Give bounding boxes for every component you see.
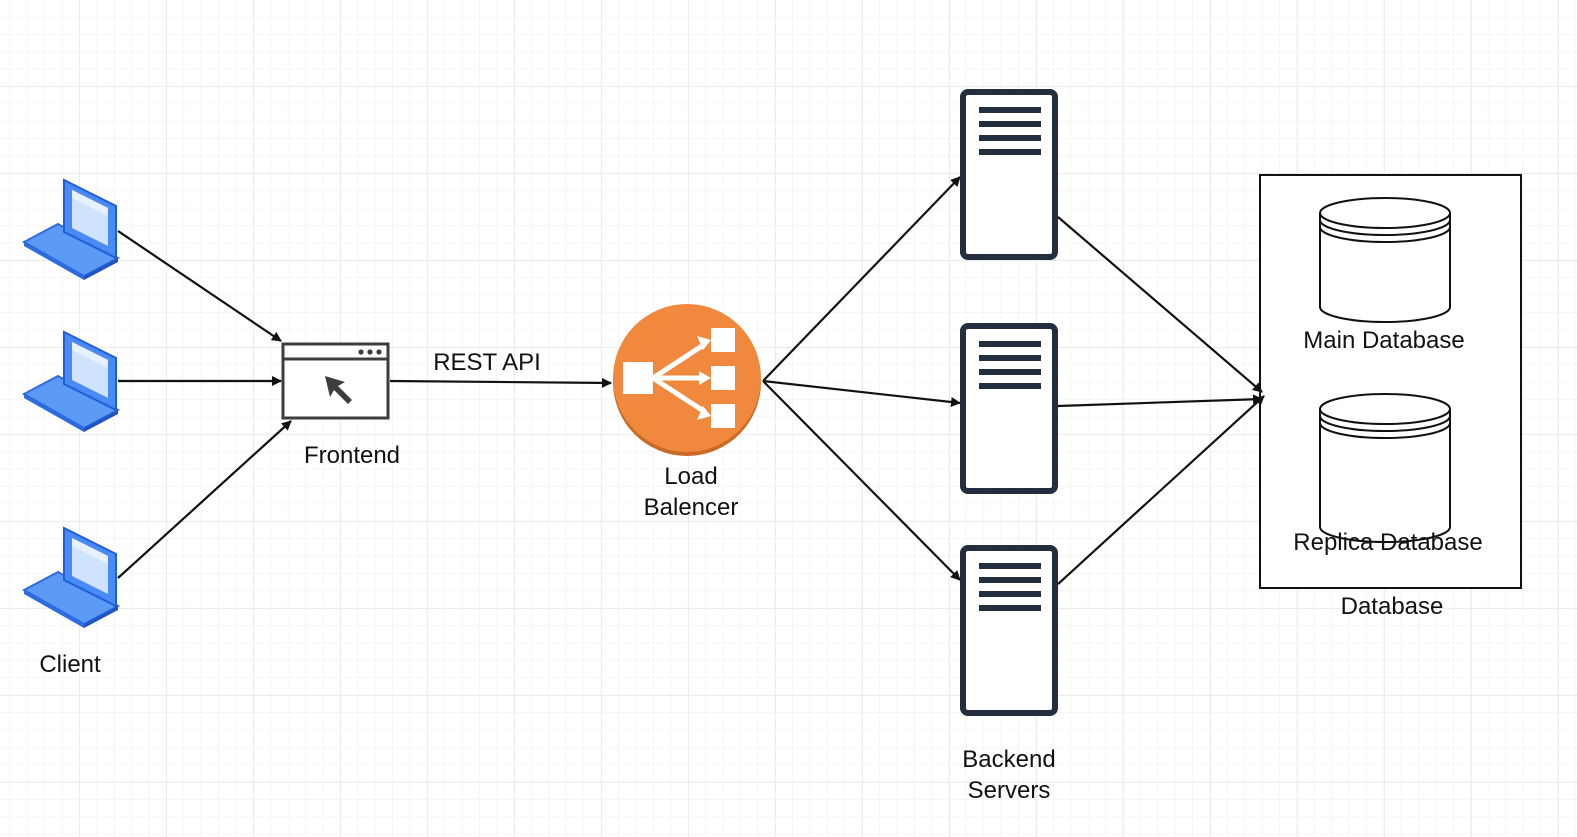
edge-client1-frontend	[117, 230, 282, 342]
edge-balancer-server3	[762, 380, 961, 581]
client-laptop-2	[23, 331, 119, 433]
client-label: Client	[39, 651, 101, 678]
replica-database-label: Replica Database	[1293, 529, 1483, 556]
balancer-label-line2: Balencer	[643, 494, 739, 521]
laptop-icon	[23, 331, 119, 433]
client-laptop-1	[23, 179, 119, 281]
replica-database-cylinder	[1319, 393, 1451, 543]
database-cylinder-icon	[1319, 213, 1451, 323]
browser-window-icon	[281, 342, 390, 420]
edge-server3-database	[1057, 395, 1265, 585]
backend-label-line1: Backend	[962, 746, 1056, 773]
backend-label-line2: Servers	[967, 777, 1051, 804]
balancer-label-line1: Load	[664, 463, 718, 490]
rest-api-label: REST API	[433, 349, 541, 376]
backend-server-3	[963, 548, 1055, 713]
edge-server1-database	[1057, 216, 1263, 393]
client-laptop-3	[23, 527, 119, 629]
load-balancer-node	[613, 304, 761, 456]
server-icon	[963, 92, 1055, 257]
edge-balancer-server1	[762, 176, 961, 382]
backend-server-1	[963, 92, 1055, 257]
edge-server2-database	[1057, 394, 1263, 408]
frontend-node	[281, 342, 390, 420]
laptop-icon	[23, 179, 119, 281]
load-balancer-icon	[613, 304, 761, 456]
laptop-icon	[23, 527, 119, 629]
server-icon	[963, 326, 1055, 491]
edges	[117, 176, 1265, 585]
edge-frontend-balancer	[389, 377, 612, 388]
database-label: Database	[1340, 593, 1444, 620]
backend-server-2	[963, 326, 1055, 491]
edge-balancer-server2	[762, 379, 961, 407]
edge-client3-frontend	[117, 420, 292, 579]
main-database-cylinder	[1319, 197, 1451, 323]
frontend-label: Frontend	[303, 442, 401, 469]
main-database-label: Main Database	[1303, 327, 1465, 354]
server-icon	[963, 548, 1055, 713]
database-cylinder-icon	[1319, 409, 1451, 543]
